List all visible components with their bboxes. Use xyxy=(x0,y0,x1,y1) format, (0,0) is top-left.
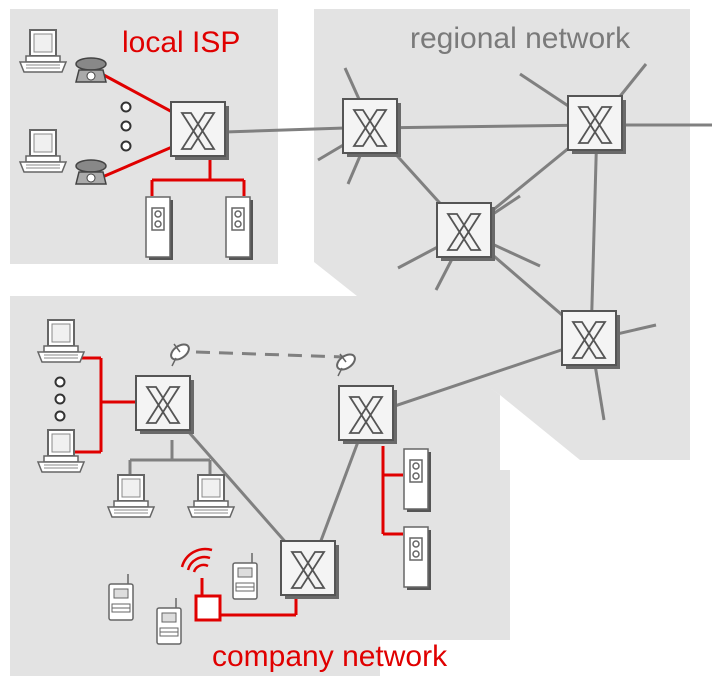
server-icon xyxy=(225,196,254,261)
ellipsis-dots-icon xyxy=(120,101,132,152)
wireless-access-point-icon xyxy=(180,547,222,622)
access-links xyxy=(72,71,403,617)
server-icon xyxy=(145,196,174,261)
router-x-icon xyxy=(567,95,627,155)
router-x-icon xyxy=(436,202,496,262)
company-network-label: company network xyxy=(212,640,448,673)
regional-network-label: regional network xyxy=(410,22,631,55)
router-x-icon xyxy=(135,375,195,435)
local-isp-label: local ISP xyxy=(122,26,241,59)
router-x-icon xyxy=(342,98,402,158)
router-x-icon xyxy=(561,310,621,370)
telephone-icon xyxy=(75,159,107,185)
company-lan-links xyxy=(128,440,212,475)
telephone-icon xyxy=(75,57,107,83)
server-icon xyxy=(403,526,432,591)
server-icon xyxy=(403,448,432,513)
router-x-icon xyxy=(170,101,230,161)
company-network-region xyxy=(10,296,510,676)
router-x-icon xyxy=(338,385,398,445)
router-x-icon xyxy=(280,540,340,600)
ellipsis-dots-icon xyxy=(54,376,66,422)
